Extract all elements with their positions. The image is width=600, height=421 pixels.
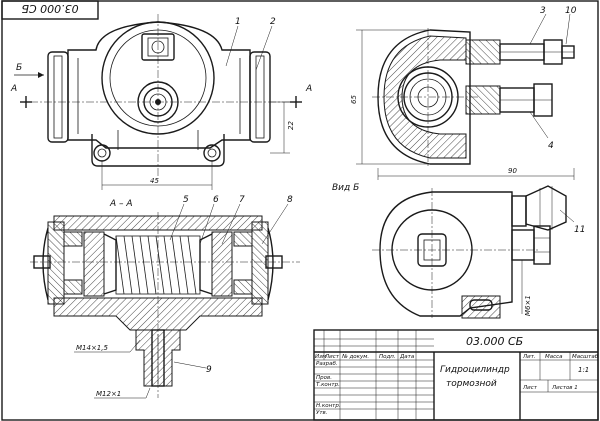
thread-m12: М12×1	[96, 390, 121, 398]
dim-65: 65	[350, 95, 358, 104]
thread-m6: М6×1	[524, 295, 532, 316]
corner-designation-text: 03.000 СБ	[21, 2, 78, 15]
tb-sheets: Листов 1	[551, 385, 578, 391]
tb-designation: 03.000 СБ	[466, 335, 523, 348]
tb-row-razrab: Разраб.	[316, 361, 338, 367]
cut-mark-a-left: А	[10, 84, 17, 94]
part-number-2: 2	[270, 17, 276, 27]
cut-mark-b: Б	[16, 63, 22, 73]
side-view: 3 10 4 65 90	[350, 6, 577, 180]
part-number-6: 6	[213, 195, 219, 205]
corner-designation: 03.000 СБ	[1, 0, 99, 20]
tb-mass: Масса	[545, 354, 563, 360]
part-number-1: 1	[235, 17, 241, 27]
tb-name-line2: тормозной	[446, 379, 497, 389]
dim-22: 22	[287, 121, 295, 130]
view-b-label: Вид Б	[332, 183, 359, 193]
part-number-3: 3	[540, 6, 546, 16]
thread-m14: М14×1,5	[76, 344, 108, 352]
part-number-8: 8	[287, 195, 293, 205]
tb-name-line1: Гидроцилиндр	[440, 365, 510, 375]
section-label: А – А	[109, 199, 133, 209]
title-block: Изм Лист № докум. Подп. Дата Разраб. Про…	[313, 329, 599, 421]
part-number-7: 7	[239, 195, 245, 205]
cut-mark-a-right: А	[305, 84, 312, 94]
tb-scale: Масштаб	[572, 354, 599, 360]
tb-sheet: Лист	[522, 385, 538, 391]
part-number-4: 4	[548, 141, 554, 151]
tb-scale-value: 1:1	[578, 366, 589, 374]
tb-row-tkontr: Т.контр.	[316, 382, 340, 388]
front-view: А А Б 1 2 22 45	[10, 14, 312, 190]
tb-row-nkontr: Н.контр.	[316, 403, 341, 409]
dim-90: 90	[508, 167, 517, 175]
section-a-a: А – А	[30, 195, 300, 399]
tb-lit: Лит.	[522, 354, 536, 360]
part-number-5: 5	[183, 195, 189, 205]
tb-col-list: Лист	[324, 354, 340, 360]
tb-row-utv: Утв.	[316, 410, 328, 416]
tb-col-izm: Изм	[315, 354, 326, 360]
tb-col-date: Дата	[399, 354, 415, 360]
view-b: Вид Б 11 М6×1	[332, 183, 585, 319]
tb-col-doc: № докум.	[341, 354, 369, 360]
tb-col-sign: Подп.	[379, 354, 396, 360]
part-number-11: 11	[574, 225, 585, 235]
tb-row-prov: Пров.	[316, 375, 332, 381]
dim-45: 45	[150, 177, 159, 185]
part-number-10: 10	[565, 6, 577, 16]
part-number-9: 9	[206, 365, 212, 375]
